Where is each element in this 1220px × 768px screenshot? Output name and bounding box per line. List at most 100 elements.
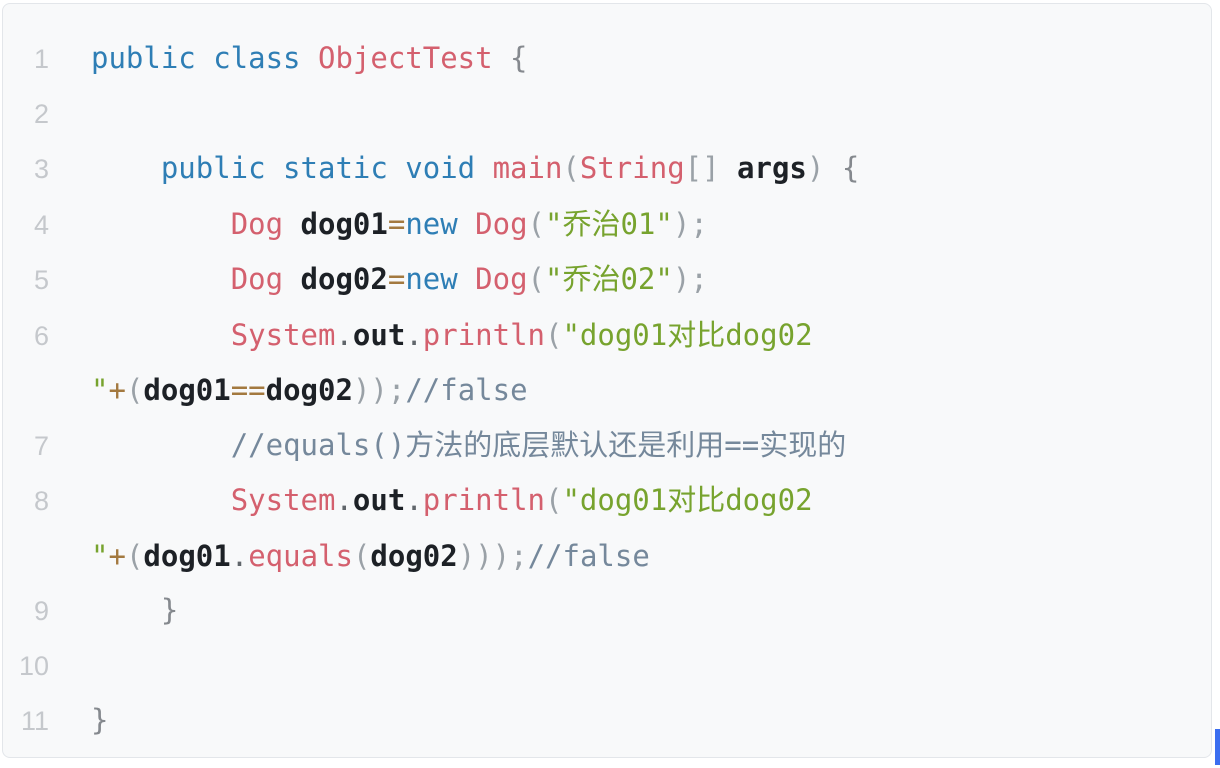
token-punct: ( — [562, 151, 580, 185]
token-punct: ); — [672, 262, 708, 296]
token-op: = — [387, 206, 406, 241]
token-dot: . — [405, 317, 423, 352]
line-number: 1 — [33, 44, 49, 74]
code-text: System.out.println("dog01对比dog02 — [91, 473, 830, 528]
token-plain: args — [737, 151, 807, 185]
token-str: " — [91, 538, 109, 573]
code-text: public static void main(String[] args) { — [91, 141, 859, 196]
code-text: public class ObjectTest { — [91, 31, 528, 86]
token-plain: dog01 — [143, 538, 231, 573]
token-punct: ( — [125, 373, 144, 407]
token-type: ObjectTest — [317, 41, 511, 75]
token-brace: } — [91, 703, 109, 737]
token-comment: //equals()方法的底层默认还是利用==实现的 — [230, 427, 847, 462]
token-brace: { — [510, 41, 528, 75]
token-type: System — [230, 317, 336, 352]
token-str: "dog01对比dog02 — [562, 317, 830, 352]
code-line: 1 public class ObjectTest { — [3, 31, 1201, 87]
code-line: 2 — [3, 87, 1201, 142]
token-punct: ( — [545, 317, 563, 352]
token-punct: ( — [125, 538, 144, 573]
line-number: 8 — [33, 486, 49, 516]
token-punct: [] — [684, 151, 738, 185]
code-line: 10 — [3, 639, 1201, 694]
code-line: 7 //equals()方法的底层默认还是利用==实现的 — [3, 418, 1201, 474]
token-type: Dog — [230, 262, 301, 296]
token-dot: . — [230, 538, 249, 573]
line-number: 9 — [33, 596, 49, 626]
line-number: 3 — [33, 154, 49, 184]
code-line: 8 System.out.println("dog01对比dog02 — [3, 473, 1201, 529]
token-type: main — [492, 151, 563, 185]
line-number: 5 — [33, 265, 49, 295]
token-plain: dog02 — [265, 373, 353, 407]
token-plain: dog01 — [300, 206, 388, 241]
token-type: Dog — [475, 262, 528, 296]
code-text: "+(dog01==dog02));//false — [91, 363, 528, 418]
token-brace: } — [160, 593, 179, 627]
line-number: 2 — [33, 98, 49, 129]
code-line: "+(dog01==dog02));//false — [3, 363, 1201, 418]
code-line: 11} — [3, 693, 1201, 749]
code-text: "+(dog01.equals(dog02)));//false — [91, 529, 650, 584]
token-plain — [91, 318, 231, 352]
token-punct: ); — [672, 206, 708, 241]
token-dot: . — [405, 483, 423, 517]
code-line: 3 public static void main(String[] args)… — [3, 141, 1201, 197]
token-str: "乔治01" — [545, 206, 673, 241]
code-line: 6 System.out.println("dog01对比dog02 — [3, 308, 1201, 364]
token-punct: ) — [806, 151, 842, 185]
token-dot: . — [335, 317, 353, 352]
token-comment: //false — [405, 373, 528, 407]
token-dot: . — [335, 483, 353, 517]
token-punct: ))); — [457, 538, 528, 573]
line-number: 7 — [33, 430, 49, 461]
token-plain: dog01 — [143, 373, 231, 407]
token-str: " — [91, 373, 109, 407]
token-kw: new — [405, 206, 476, 241]
code-text: Dog dog01=new Dog("乔治01"); — [91, 197, 708, 252]
token-plain: out — [352, 317, 406, 352]
line-number: 6 — [33, 320, 49, 351]
token-op: + — [108, 373, 126, 407]
token-brace: { — [841, 151, 860, 185]
code-text: //equals()方法的底层默认还是利用==实现的 — [91, 418, 847, 473]
token-plain — [91, 262, 231, 296]
token-plain: dog02 — [300, 262, 388, 296]
code-line: 4 Dog dog01=new Dog("乔治01"); — [3, 197, 1201, 253]
code-text: } — [91, 583, 178, 638]
line-number: 4 — [33, 209, 49, 240]
token-op: = — [387, 262, 406, 296]
code-line: 9 } — [3, 583, 1201, 639]
token-punct: )); — [352, 373, 406, 407]
token-type: println — [422, 317, 545, 352]
token-op: + — [108, 538, 126, 573]
token-plain: out — [352, 483, 406, 517]
token-comment: //false — [527, 538, 650, 573]
token-type: Dog — [475, 206, 528, 241]
token-op: == — [230, 373, 266, 407]
token-punct: ( — [527, 206, 546, 241]
token-type: System — [230, 483, 336, 517]
token-plain — [91, 428, 231, 462]
token-kw: new — [405, 262, 476, 296]
token-type: println — [422, 483, 545, 517]
code-line: 5 Dog dog02=new Dog("乔治02"); — [3, 252, 1201, 308]
code-line: "+(dog01.equals(dog02)));//false — [3, 529, 1201, 584]
scrollbar-thumb[interactable] — [1215, 729, 1220, 765]
token-kw: public class — [91, 41, 318, 75]
line-number: 11 — [20, 706, 49, 736]
code-text: } — [91, 693, 108, 748]
token-plain: dog02 — [370, 538, 458, 573]
code-text: System.out.println("dog01对比dog02 — [91, 308, 830, 363]
token-type: String — [579, 151, 685, 185]
token-plain — [91, 483, 231, 517]
token-plain — [91, 207, 231, 241]
token-str: "dog01对比dog02 — [562, 483, 830, 517]
token-type: Dog — [230, 206, 301, 241]
token-str: "乔治02" — [545, 262, 673, 296]
token-kw: public static void — [160, 151, 493, 185]
token-punct: ( — [352, 538, 371, 573]
